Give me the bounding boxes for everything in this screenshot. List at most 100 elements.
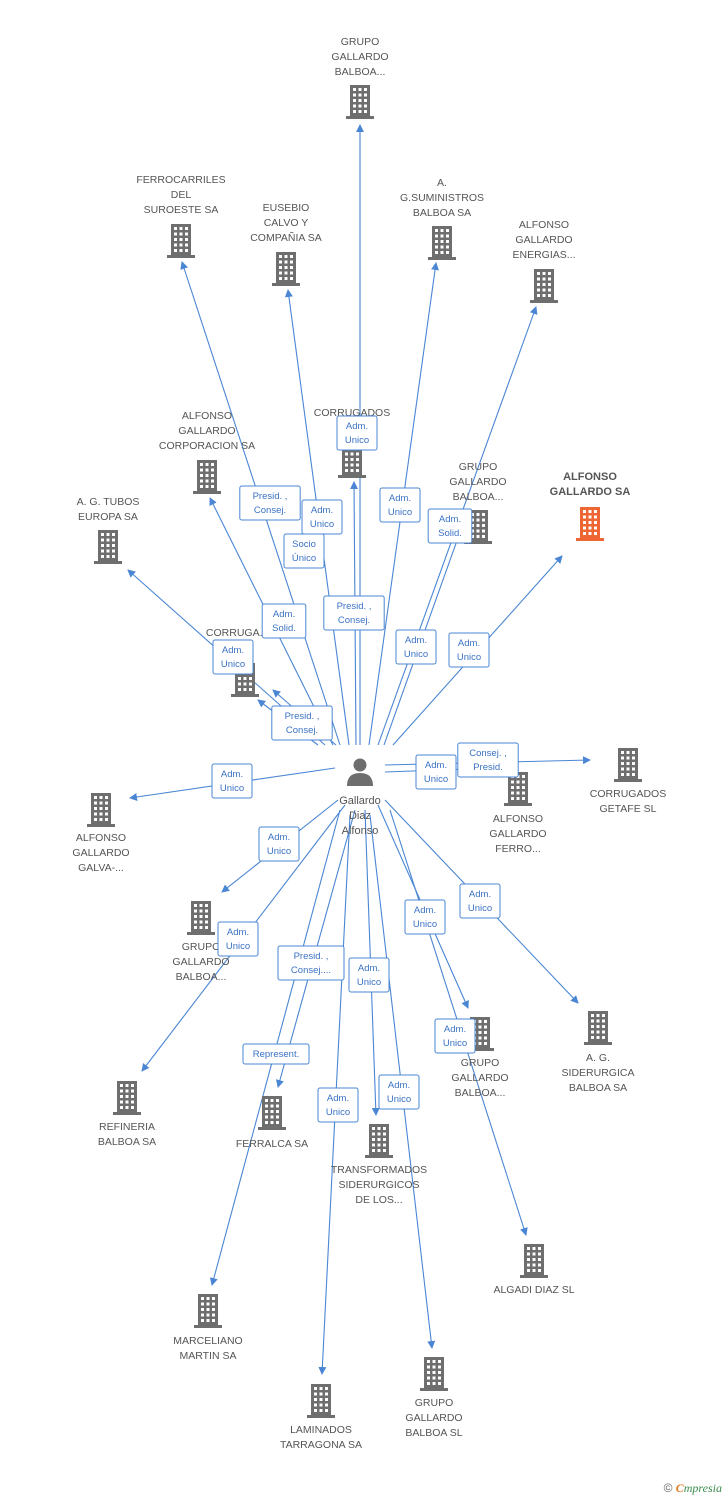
relation-badge-corrugados_getafe[interactable]: Consej. ,Presid.	[457, 742, 519, 778]
building-icon	[272, 252, 300, 286]
company-node-grupo_gallardo_balboa_top[interactable]: GRUPOGALLARDOBALBOA...	[331, 36, 389, 119]
building-icon	[346, 85, 374, 119]
badge-text: Adm.	[311, 505, 333, 516]
relation-badge-corrugados_az[interactable]: Presid. ,Consej.	[323, 595, 385, 631]
badge-text: Unico	[220, 783, 244, 794]
company-node-ag_ferro[interactable]: ALFONSOGALLARDOFERRO...	[489, 772, 547, 855]
relation-badge-marceliano[interactable]: Represent.	[242, 1043, 310, 1065]
badge-text: Presid. ,	[285, 711, 320, 722]
company-label: BALBOA...	[455, 1087, 506, 1099]
company-node-grupo_gallardo_balboa_left[interactable]: GRUPOGALLARDOBALBOA...	[172, 901, 230, 983]
company-label: EUROPA SA	[78, 511, 138, 523]
badge-box	[379, 487, 421, 523]
building-icon	[520, 1244, 548, 1278]
company-node-grupo_gallardo_balboa_mid[interactable]: GRUPOGALLARDOBALBOA...	[449, 461, 507, 544]
company-label: LAMINADOS	[290, 1424, 352, 1436]
company-label: GALLARDO	[172, 956, 229, 968]
relation-badge-corrugados_sl[interactable]: Adm.Unico	[212, 639, 254, 675]
relation-badge-ferrocarriles[interactable]: Presid. ,Consej.	[239, 485, 301, 521]
company-label: GRUPO	[341, 36, 380, 48]
person-label: Diaz	[349, 810, 371, 822]
relation-badge-ag_tubos[interactable]: Adm.Solid.	[261, 603, 307, 639]
badge-text: Represent.	[253, 1049, 299, 1060]
relation-badge-alfonso_gallardo_sa[interactable]: Adm.Unico	[448, 632, 490, 668]
person-label: Gallardo	[339, 795, 381, 807]
badge-text: Adm.	[327, 1093, 349, 1104]
relation-badge-laminados[interactable]: Adm.Unico	[317, 1087, 359, 1123]
badge-text: Presid. ,	[294, 951, 329, 962]
company-label: GALLARDO	[178, 425, 235, 437]
badge-text: Adm.	[388, 1080, 410, 1091]
badge-box	[217, 921, 259, 957]
company-label: BALBOA...	[335, 66, 386, 78]
company-label: GALVA-...	[78, 862, 124, 874]
relation-badge-ag_suministros[interactable]: Adm.Unico	[379, 487, 421, 523]
relation-badge-grupo_gallardo_balboa_left[interactable]: Adm.Unico	[258, 826, 300, 862]
building-icon	[576, 507, 604, 541]
relation-badge-corrugados_sl_2[interactable]: Presid. , Consej.	[271, 705, 333, 741]
badge-box	[427, 508, 473, 544]
relation-badge-eusebio[interactable]: Adm.Unico	[301, 499, 343, 535]
badge-text: Socio	[292, 539, 316, 550]
badge-box	[283, 533, 325, 569]
badge-box	[277, 945, 345, 981]
relation-badge-grupo_gallardo_balboa_sl[interactable]: Adm.Unico	[378, 1074, 420, 1110]
building-icon	[113, 1081, 141, 1115]
company-label: SIDERURGICOS	[338, 1179, 419, 1191]
company-node-algadi[interactable]: ALGADI DIAZ SL	[493, 1244, 575, 1296]
empresia-logo[interactable]: Cmpresia	[675, 1481, 722, 1495]
building-icon	[193, 460, 221, 494]
relation-badge-ag_siderurgica[interactable]: Adm.Unico	[459, 883, 501, 919]
relation-badge-ferralca[interactable]: Presid. ,Consej....	[277, 945, 345, 981]
company-label: GETAFE SL	[600, 803, 657, 815]
company-label: CALVO Y	[264, 217, 309, 229]
building-icon	[614, 748, 642, 782]
badge-text: Adm.	[268, 832, 290, 843]
company-label: FERRALCA SA	[236, 1138, 308, 1150]
badge-box	[395, 629, 437, 665]
building-icon	[428, 226, 456, 260]
relation-badge-ag_ferro[interactable]: Adm.Unico	[415, 754, 457, 790]
badge-text: Unico	[468, 903, 492, 914]
company-node-ag_galva[interactable]: ALFONSOGALLARDOGALVA-...	[72, 793, 130, 874]
badge-box	[261, 603, 307, 639]
relation-badge-algadi[interactable]: Adm.Unico	[434, 1018, 476, 1054]
badge-text: Adm.	[414, 905, 436, 916]
relation-badge-refineria[interactable]: Adm.Unico	[217, 921, 259, 957]
building-icon	[194, 1294, 222, 1328]
badge-text: Presid.	[473, 762, 503, 773]
company-node-ag_energias[interactable]: ALFONSOGALLARDOENERGIAS...	[512, 219, 576, 303]
relation-badge-ag_galva[interactable]: Adm.Unico	[211, 763, 253, 799]
badge-box	[378, 1074, 420, 1110]
relation-badge-grupo_gallardo_balboa_top[interactable]: Adm.Unico	[336, 415, 378, 451]
badge-text: Unico	[221, 659, 245, 670]
building-icon	[464, 510, 492, 544]
company-label: ENERGIAS...	[512, 249, 575, 261]
footer-brand: © Cmpresia	[664, 1481, 722, 1496]
badge-text: Adm.	[405, 635, 427, 646]
relation-badge-transformados[interactable]: Adm.Unico	[348, 957, 390, 993]
relation-badge-grupo_gallardo_balboa_right[interactable]: Adm.Unico	[404, 899, 446, 935]
building-icon	[187, 901, 215, 935]
badge-text: Consej.	[286, 725, 318, 736]
relation-badge-grupo_gallardo_balboa_mid[interactable]: Adm.Unico	[395, 629, 437, 665]
company-label: SIDERURGICA	[562, 1067, 635, 1079]
relation-badge-ag_energias[interactable]: Adm.Solid.	[427, 508, 473, 544]
company-node-ferralca[interactable]: FERRALCA SA	[236, 1096, 308, 1150]
